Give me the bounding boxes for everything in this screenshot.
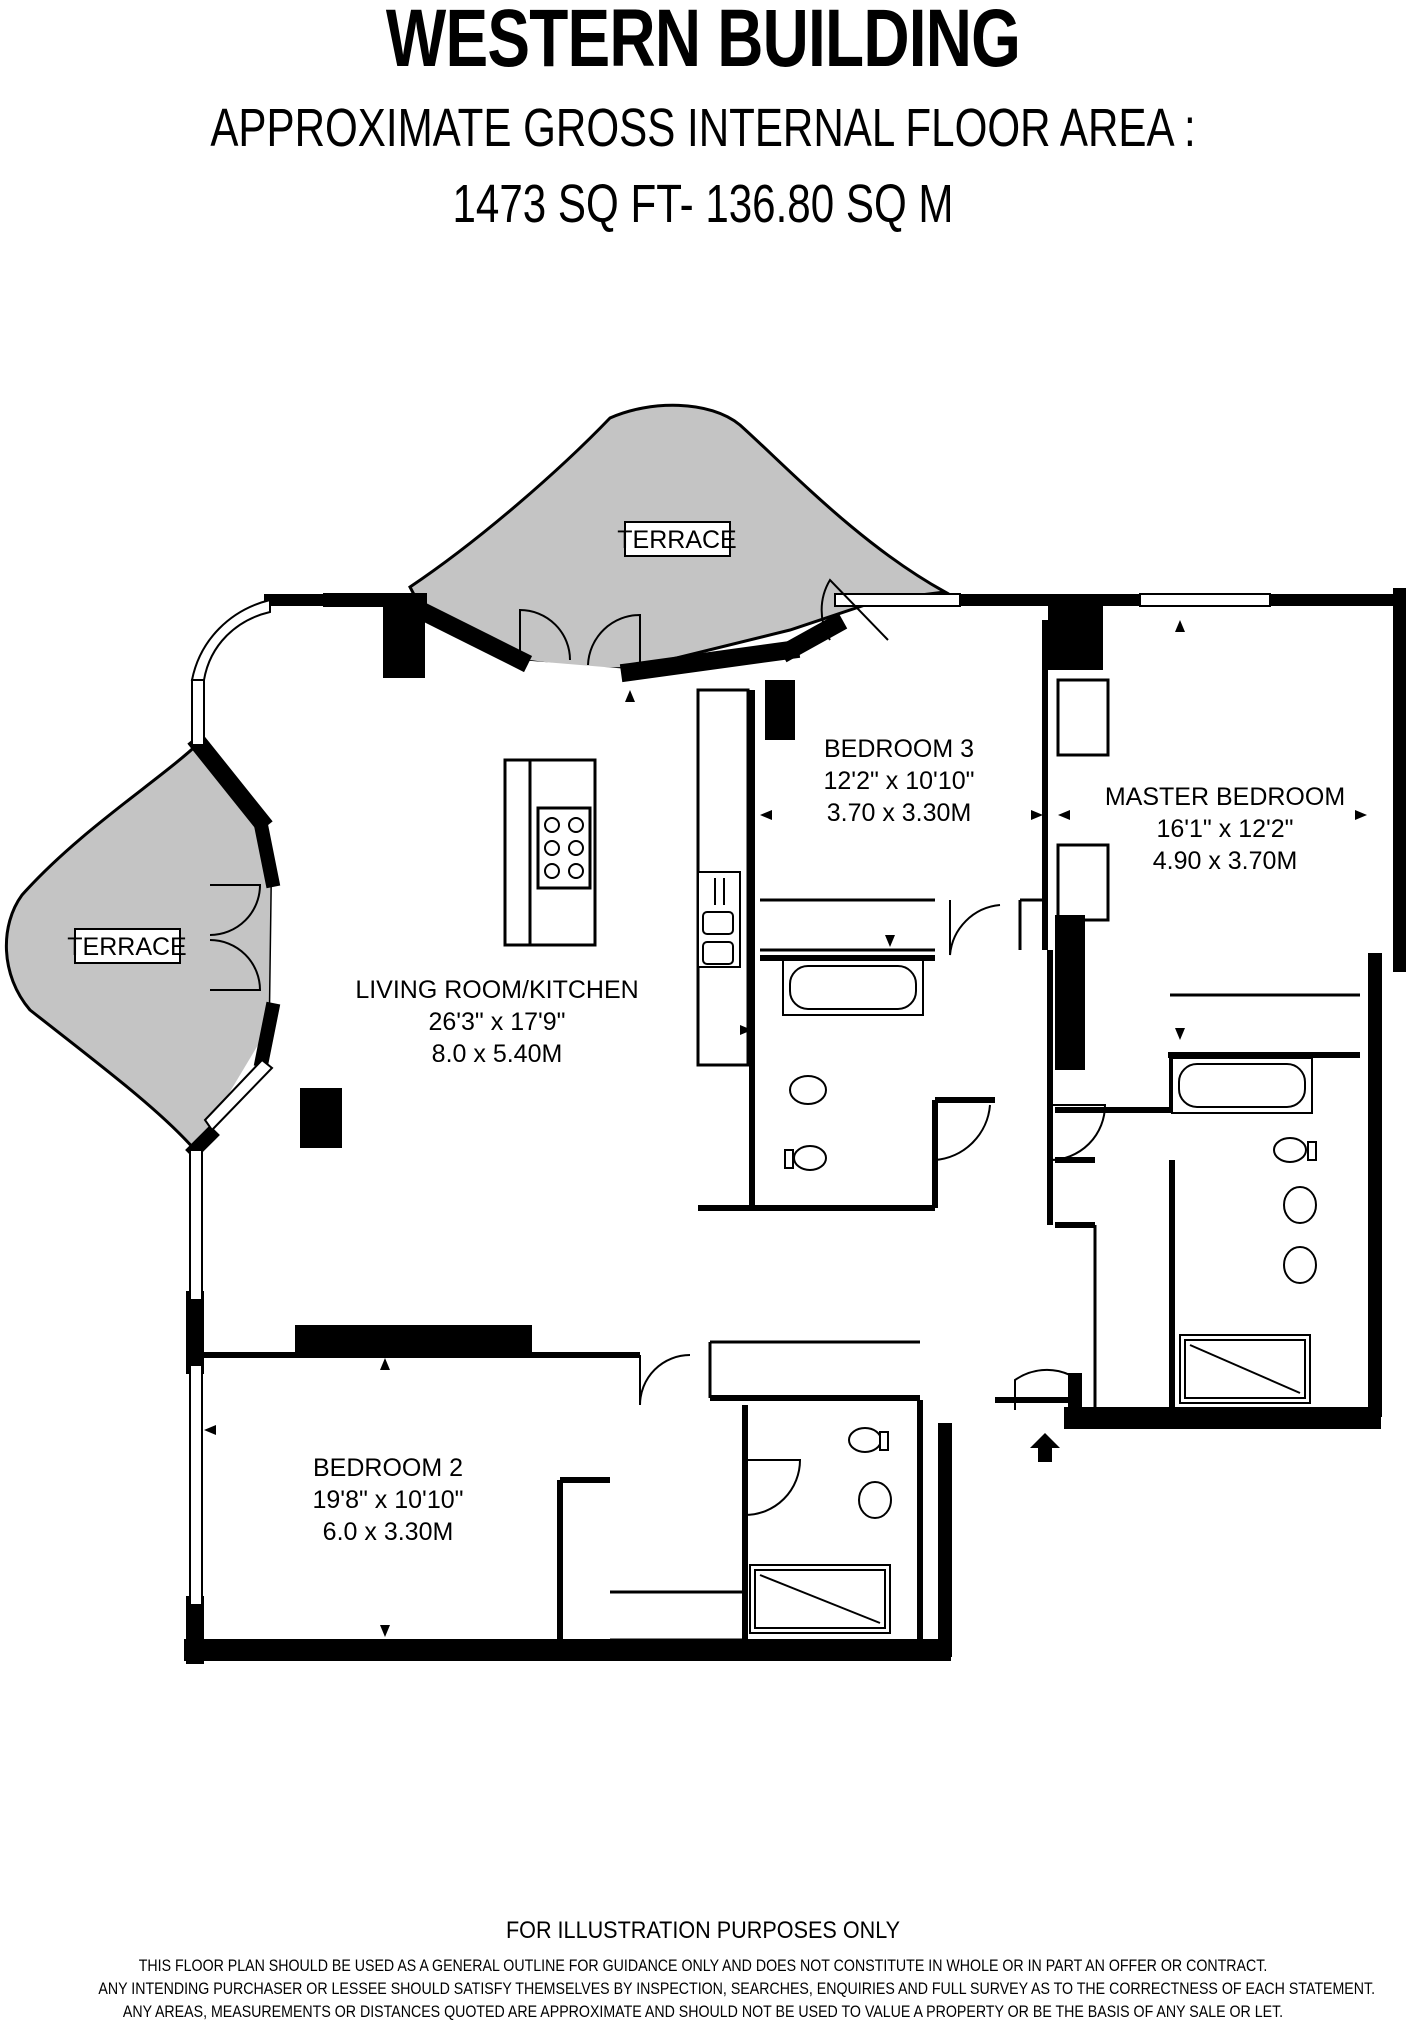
interior-walls [200,620,1360,1650]
master-bedroom-imperial: 16'1" x 12'2" [1156,815,1293,843]
living-room-imperial: 26'3" x 17'9" [428,1008,565,1036]
bedroom-2-name: BEDROOM 2 [313,1454,463,1482]
floor-area-value: 1473 SQ FT- 136.80 SQ M [452,174,954,234]
living-room-name: LIVING ROOM/KITCHEN [355,976,638,1004]
bedroom-2-label: BEDROOM 2 19'8" x 10'10" 6.0 x 3.30M [312,1454,463,1546]
living-room-metric: 8.0 x 5.40M [432,1040,563,1068]
master-bedroom-metric: 4.90 x 3.70M [1153,847,1298,875]
living-room-label: LIVING ROOM/KITCHEN 26'3" x 17'9" 8.0 x … [355,976,638,1068]
bedroom-2-metric: 6.0 x 3.30M [323,1518,454,1546]
shower-trays [749,1334,1311,1634]
kitchen-island [503,758,597,947]
dimension-markers [204,620,1367,1637]
terrace-top-label-box: TERRACE [617,521,737,557]
disclaimer-line-3: ANY AREAS, MEASUREMENTS OR DISTANCES QUO… [122,2003,1284,2021]
bedroom-3-label: BEDROOM 3 12'2" x 10'10" 3.70 x 3.30M [823,735,974,827]
bedroom-3-name: BEDROOM 3 [824,735,974,763]
plan-title: WESTERN BUILDING [385,0,1021,84]
disclaimer-line-1: THIS FLOOR PLAN SHOULD BE USED AS A GENE… [138,1957,1268,1975]
outer-walls [184,588,1406,1664]
floor-area-label: APPROXIMATE GROSS INTERNAL FLOOR AREA : [210,98,1196,158]
bedroom-3-metric: 3.70 x 3.30M [827,799,972,827]
entrance-arrow-icon [1030,1433,1060,1462]
bathtubs [782,959,1313,1114]
terrace-top-label: TERRACE [617,526,736,554]
terrace-left-label-box: TERRACE [67,928,187,964]
master-bedroom-label: MASTER BEDROOM 16'1" x 12'2" 4.90 x 3.70… [1105,783,1345,875]
apartment-interior [195,605,1400,1640]
sanitary-fittings [784,1075,1317,1519]
bedroom-2-imperial: 19'8" x 10'10" [312,1486,463,1514]
master-bedroom-name: MASTER BEDROOM [1105,783,1345,811]
illustration-notice: FOR ILLUSTRATION PURPOSES ONLY [505,1917,901,1944]
windows [189,593,1271,1606]
columns [295,598,1103,1353]
terrace-left-label: TERRACE [67,933,186,961]
doors [209,578,1107,1516]
kitchen-sink [697,871,741,968]
bedroom-3-imperial: 12'2" x 10'10" [823,767,974,795]
disclaimer-line-2: ANY INTENDING PURCHASER OR LESSEE SHOULD… [98,1980,1376,1998]
